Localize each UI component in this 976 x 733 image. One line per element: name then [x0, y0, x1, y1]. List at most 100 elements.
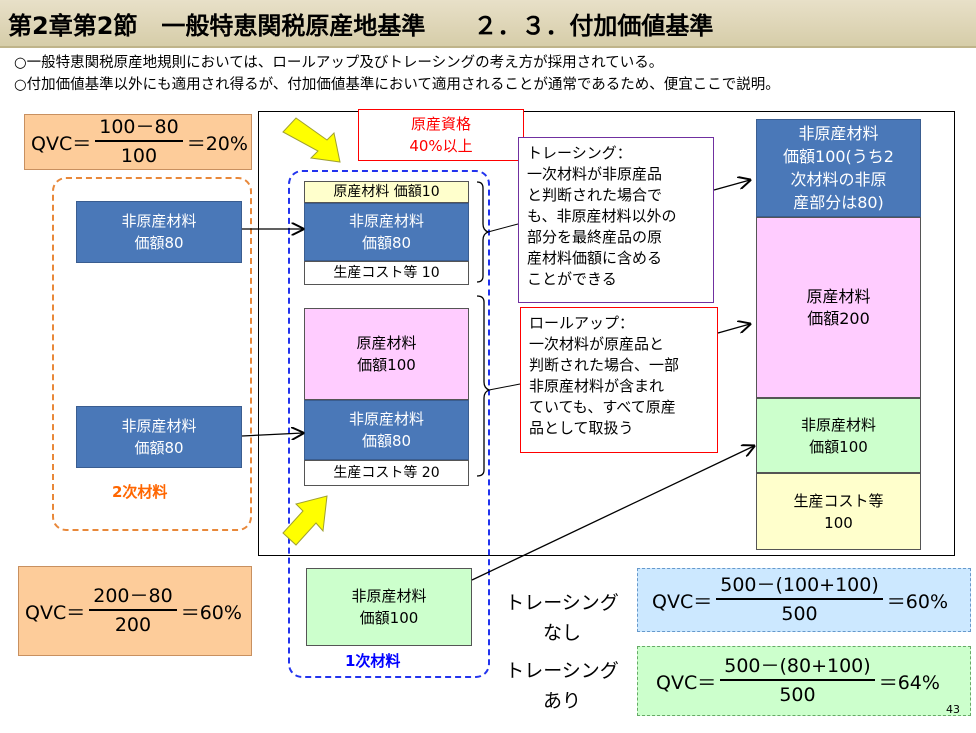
- bracket-product-a: [476, 181, 490, 283]
- tracing-none-label: トレーシング なし: [497, 588, 627, 648]
- requirement-line1: 原産資格: [410, 115, 471, 133]
- product-b-cost: 生産コスト等 20: [304, 460, 469, 486]
- qvc-top-num: 100－80: [95, 115, 183, 142]
- rollup-callout: ロールアップ： 一次材料が原産品と 判断された場合、一部 非原産材料が含まれ て…: [520, 307, 718, 453]
- final-blue-line3: 次材料の非原: [790, 170, 887, 189]
- final-origin: 原産材料 価額200: [756, 217, 921, 398]
- product-a-origin: 原産材料 価額10: [304, 181, 469, 203]
- secondary-box-1-line1: 非原産材料: [121, 212, 197, 230]
- qvc-top-lhs: QVC＝: [31, 132, 92, 155]
- bracket-b-link: [488, 383, 521, 391]
- product-b-nonorigin: 非原産材料 価額80: [304, 400, 469, 460]
- product-a-nonorigin: 非原産材料 価額80: [304, 203, 469, 261]
- final-blue-line2: 価額100(うち2: [783, 147, 894, 166]
- arrow-tracing: [713, 180, 750, 191]
- tracing-callout-line5: 部分を最終産品の原: [527, 228, 663, 246]
- qvc-bottom-rhs: ＝60%: [180, 601, 242, 624]
- origin-requirement-box: 原産資格 40%以上: [358, 109, 524, 161]
- final-green-line1: 非原産材料: [800, 415, 876, 434]
- tracing-callout-line2: 一次材料が非原産品: [527, 165, 663, 183]
- rollup-callout-line4: 非原産材料が含まれ: [529, 377, 665, 395]
- tracing-none-rhs: ＝60%: [886, 590, 949, 613]
- secondary-box-1-line2: 価額80: [134, 234, 184, 252]
- tracing-yes-den: 500: [779, 684, 816, 706]
- secondary-box-2-line2: 価額80: [134, 439, 184, 457]
- product-a-nonorigin-line2: 価額80: [361, 234, 412, 252]
- product-b-origin-line2: 価額100: [357, 356, 416, 374]
- qvc-formula-top: QVC＝ 100－80 100 ＝20%: [24, 114, 252, 170]
- product-b-origin: 原産材料 価額100: [304, 308, 469, 400]
- product-b-cost-text: 生産コスト等 20: [333, 465, 440, 481]
- tracing-callout-line4: も、非原産材料以外の: [527, 207, 677, 225]
- arrow-primary: [471, 446, 754, 581]
- product-b-nonorigin-line1: 非原産材料: [348, 410, 424, 428]
- primary-materials-group: [288, 170, 490, 678]
- tracing-yes-label-line2: あり: [542, 690, 581, 712]
- primary-box-line2: 価額100: [359, 609, 419, 627]
- tracing-callout: トレーシング： 一次材料が非原産品 と判断された場合で も、非原産材料以外の 部…: [518, 137, 714, 303]
- tracing-callout-line6: 産材料価額に含める: [527, 249, 663, 267]
- tracing-none-formula: QVC＝ 500－(100+100) 500 ＝60%: [637, 568, 971, 632]
- tracing-none-label-line1: トレーシング: [505, 592, 619, 614]
- arrow-secondary-2: [241, 433, 303, 436]
- final-blue-line4: 産部分は80): [793, 193, 884, 212]
- rollup-callout-line1: ロールアップ：: [529, 314, 635, 332]
- yellow-arrow-top-icon: [282, 117, 341, 163]
- yellow-arrow-bottom-icon: [282, 495, 328, 546]
- rollup-callout-line2: 一次材料が原産品と: [529, 335, 665, 353]
- final-pink-line1: 原産材料: [806, 286, 871, 306]
- qvc-bottom-den: 200: [114, 614, 152, 636]
- product-b-nonorigin-line2: 価額80: [361, 432, 412, 450]
- bullet-2: ○付加価値基準以外にも適用され得るが、付加価値基準において適用されることが通常で…: [14, 77, 780, 93]
- page-number: 43: [946, 703, 960, 716]
- tracing-yes-formula: QVC＝ 500－(80+100) 500 ＝64%: [637, 646, 971, 716]
- product-a-cost: 生産コスト等 10: [304, 261, 469, 285]
- title-bar: [0, 0, 976, 48]
- tracing-none-lhs: QVC＝: [652, 590, 713, 613]
- tracing-yes-rhs: ＝64%: [878, 671, 940, 694]
- product-b-origin-line1: 原産材料: [356, 334, 417, 352]
- final-nonorigin: 非原産材料 価額100: [756, 398, 921, 473]
- bracket-a-link: [487, 223, 519, 233]
- requirement-line2: 40%以上: [409, 137, 473, 155]
- tracing-callout-line3: と判断された場合で: [527, 186, 663, 204]
- secondary-materials-group: [52, 177, 252, 531]
- primary-box: 非原産材料 価額100: [306, 568, 472, 646]
- final-cost-line2: 100: [824, 513, 853, 532]
- final-cost: 生産コスト等 100: [756, 473, 921, 550]
- product-a-nonorigin-line1: 非原産材料: [348, 212, 424, 230]
- product-a-cost-text: 生産コスト等 10: [333, 265, 440, 281]
- rollup-callout-line3: 判断された場合、一部: [529, 356, 680, 374]
- qvc-bottom-num: 200－80: [89, 584, 177, 611]
- tracing-none-label-line2: なし: [542, 622, 581, 644]
- final-cost-line1: 生産コスト等: [793, 491, 884, 510]
- tracing-yes-label: トレーシング あり: [497, 656, 627, 716]
- tracing-yes-label-line1: トレーシング: [505, 660, 619, 682]
- tracing-yes-num: 500－(80+100): [720, 654, 875, 681]
- rollup-callout-line6: 品として取扱う: [529, 419, 634, 437]
- final-green-line2: 価額100: [809, 437, 868, 456]
- qvc-formula-bottom: QVC＝ 200－80 200 ＝60%: [18, 566, 252, 656]
- secondary-box-2: 非原産材料 価額80: [76, 406, 242, 468]
- secondary-label: 2次材料: [112, 483, 168, 501]
- arrow-rollup: [717, 324, 750, 334]
- tracing-callout-line7: ことができる: [527, 270, 617, 288]
- bullet-1: ○一般特恵関税原産地規則においては、ロールアップ及びトレーシングの考え方が採用さ…: [14, 55, 664, 71]
- secondary-box-1: 非原産材料 価額80: [76, 201, 242, 263]
- product-a-origin-text: 原産材料 価額10: [333, 184, 440, 200]
- qvc-top-den: 100: [120, 145, 158, 167]
- qvc-bottom-lhs: QVC＝: [25, 601, 86, 624]
- primary-label: 1次材料: [345, 652, 401, 670]
- page-title: 第2章第2節 一般特恵関税原産地基準 ２．３．付加価値基準: [8, 12, 714, 40]
- final-blue-line1: 非原産材料: [798, 124, 879, 143]
- qvc-top-rhs: ＝20%: [186, 132, 248, 155]
- tracing-none-den: 500: [781, 603, 818, 625]
- tracing-none-num: 500－(100+100): [716, 573, 883, 600]
- final-pink-line2: 価額200: [807, 308, 870, 328]
- secondary-box-2-line1: 非原産材料: [121, 417, 197, 435]
- tracing-callout-line1: トレーシング：: [527, 144, 632, 162]
- tracing-yes-lhs: QVC＝: [656, 671, 717, 694]
- primary-box-line1: 非原産材料: [351, 587, 427, 605]
- final-nonorigin-secondary: 非原産材料 価額100(うち2 次材料の非原 産部分は80): [756, 119, 921, 217]
